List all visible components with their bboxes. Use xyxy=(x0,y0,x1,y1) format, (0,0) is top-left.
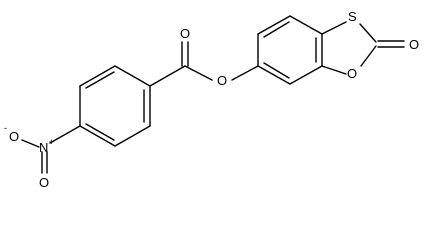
bond xyxy=(184,65,213,81)
double-bond-inner xyxy=(263,62,290,79)
atom-n-charge: + xyxy=(49,137,54,147)
bond xyxy=(359,23,377,43)
double-bond-inner xyxy=(263,21,290,38)
ester-linkage xyxy=(149,41,259,87)
bond xyxy=(257,65,291,85)
oxathiolone-ring xyxy=(321,21,405,75)
molecule-drawing: O O S O O N + - O O xyxy=(4,9,419,190)
structure-canvas: O O S O O N + - O O xyxy=(4,9,420,190)
atom-o-nitro-left: O xyxy=(9,129,19,144)
bond xyxy=(114,125,151,147)
atom-o-carbonyl-ring: O xyxy=(409,37,419,52)
atom-n-nitro: N xyxy=(39,140,48,155)
atom-o-nitro-left-charge: - xyxy=(4,123,7,133)
atom-s-ring: S xyxy=(348,9,357,24)
bond xyxy=(49,125,81,144)
atom-labels: O O S O O N + - O O xyxy=(4,9,419,190)
atom-o-nitro-bottom: O xyxy=(39,175,49,190)
atom-o-ester: O xyxy=(217,73,227,88)
bond xyxy=(21,139,40,148)
nitro-group xyxy=(21,125,81,174)
atom-o-carbonyl: O xyxy=(180,26,190,41)
benzo-ring xyxy=(257,15,323,85)
atom-o-ring: O xyxy=(347,66,357,81)
bond xyxy=(79,125,116,147)
nitrophenyl-ring xyxy=(79,65,151,147)
bond xyxy=(321,21,347,35)
double-bond-inner xyxy=(85,71,115,89)
double-bond-inner xyxy=(85,123,115,141)
bond xyxy=(149,65,186,87)
bond xyxy=(321,65,347,75)
bond xyxy=(289,65,323,85)
bond xyxy=(360,45,377,67)
bond xyxy=(114,65,151,87)
bond xyxy=(289,15,323,35)
bond xyxy=(231,65,259,81)
bond xyxy=(257,15,291,35)
bond xyxy=(79,65,116,87)
